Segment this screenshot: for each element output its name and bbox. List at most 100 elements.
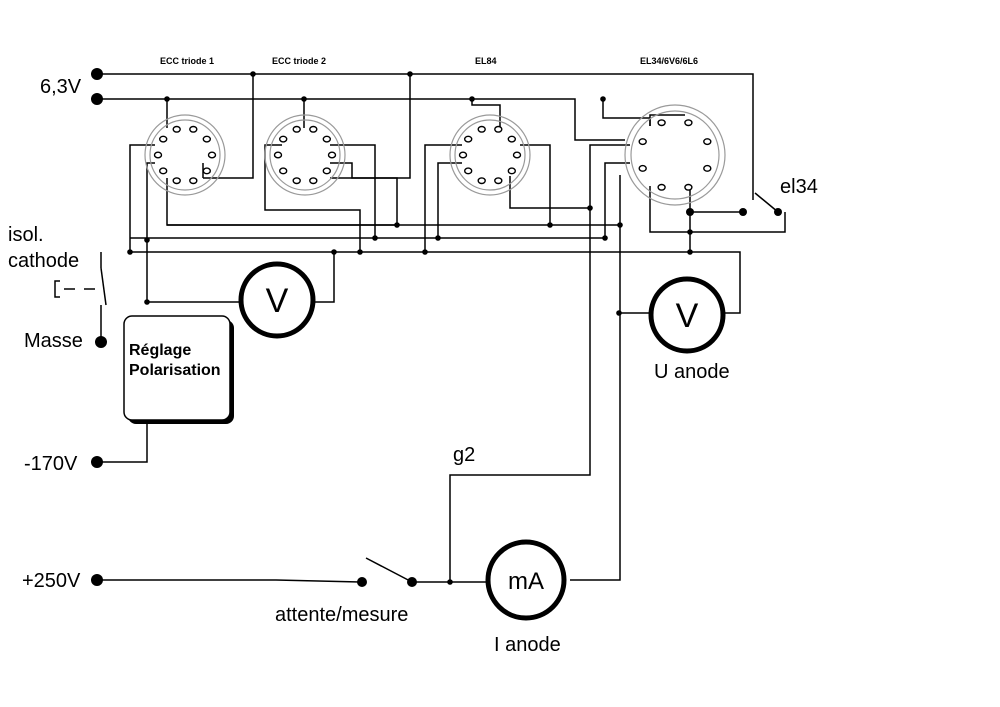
junction-dot [616, 310, 622, 316]
ecc2-pin [322, 135, 331, 143]
el84-pin-left [424, 144, 462, 252]
el34-pin [638, 164, 647, 172]
label-el34-switch: el34 [780, 176, 818, 198]
junction-dot [357, 249, 363, 255]
junction-dot [602, 235, 608, 241]
heater-drop-el84 [471, 99, 501, 130]
junction-dot [600, 96, 606, 102]
el84-pin [477, 125, 486, 133]
el34-pin [638, 138, 647, 146]
el34-pin [657, 183, 666, 191]
ecc2-pin [279, 167, 288, 175]
el84-pin [512, 151, 522, 159]
junction-dot [447, 579, 453, 585]
terminal-bias [91, 456, 103, 468]
ecc1-pin [202, 167, 212, 175]
terminal-ground [95, 336, 107, 348]
junction-dot [422, 249, 428, 255]
standby-contact-b [407, 577, 417, 587]
label-isol-1: isol. [8, 224, 44, 246]
el34-contact-a [686, 208, 694, 216]
terminals [91, 68, 782, 587]
junction-dot [435, 235, 441, 241]
tube-label-ecc1: ECC triode 1 [160, 56, 215, 66]
ecc1-pin-left [129, 144, 155, 252]
ecc2-pin [292, 177, 301, 185]
label-bias-supply: -170V [24, 453, 78, 475]
label-g2: g2 [453, 444, 476, 466]
el34-pin-top [649, 114, 685, 126]
el34-pin [657, 119, 666, 127]
junction-dots [127, 71, 693, 585]
ecc1-pin [158, 167, 168, 175]
grid-v-right [314, 252, 335, 303]
el84-pin-right [520, 144, 551, 225]
grid-voltmeter: V [238, 261, 316, 339]
junction-dot [250, 71, 256, 77]
ecc2-pin [309, 125, 318, 133]
el84-pin [464, 167, 473, 175]
socket-pins [153, 119, 712, 191]
tube-label-ecc2: ECC triode 2 [272, 56, 327, 66]
bus-252 [130, 251, 741, 314]
junction-dot [164, 96, 170, 102]
el34-pin-left [604, 162, 630, 238]
isol-blade [100, 267, 107, 306]
el34-pin [703, 138, 712, 146]
heater-rail-top [97, 73, 754, 200]
el84-pin [477, 177, 486, 185]
isol-bracket [54, 280, 60, 298]
ecc1-pin [172, 177, 181, 185]
el84-pin [507, 167, 516, 175]
ecc2-pin [309, 177, 318, 185]
label-i-anode: I anode [494, 634, 561, 656]
standby-contact-a [357, 577, 367, 587]
terminal-heater-b [91, 93, 103, 105]
junction-dot [407, 71, 413, 77]
ecc1-pin-bottom [166, 178, 397, 226]
heater-drop-ecc1 [203, 74, 254, 179]
el84-pin [464, 135, 473, 143]
ecc1-pin [153, 151, 163, 159]
label-u-anode: U anode [654, 361, 730, 383]
el84-pin-bottom [509, 176, 590, 209]
junction-dot [617, 222, 623, 228]
el84-pin [494, 177, 503, 185]
tube-label-el84: EL84 [475, 56, 497, 66]
standby-blade [365, 557, 413, 583]
heater-rail-bottom [97, 98, 625, 141]
ecc2-pin [273, 151, 283, 159]
ecc1-pin [202, 135, 212, 143]
tube-label-el34: EL34/6V6/6L6 [640, 56, 699, 66]
bias-box-line1: Réglage [129, 342, 192, 359]
junction-dot [547, 222, 553, 228]
heater-drop-el34 [602, 99, 651, 126]
label-standby-switch: attente/mesure [275, 604, 409, 626]
junction-dot [127, 249, 133, 255]
label-ground: Masse [24, 330, 83, 352]
junction-dot [687, 249, 693, 255]
bias-box-line2: Polarisation [129, 362, 221, 379]
ecc1-pin [207, 151, 217, 159]
ecc1-pin [189, 125, 198, 133]
junction-dot [469, 96, 475, 102]
ecc1-pin [158, 135, 168, 143]
anode-voltmeter: V [648, 276, 726, 354]
el34-pin [684, 183, 693, 191]
junction-dot [331, 249, 337, 255]
el34-pin-bottom-left [649, 186, 786, 233]
el34-sw-blade [754, 192, 779, 213]
ecc2-pin [279, 135, 288, 143]
ecc2-pin [327, 151, 337, 159]
el84-pin [494, 125, 503, 133]
anode-voltmeter-symbol: V [676, 297, 699, 335]
el84-pin-left-b [437, 162, 462, 238]
el34-contact-b [739, 208, 747, 216]
ecc2-pin-left [264, 144, 361, 252]
terminal-anode-supply [91, 574, 103, 586]
anode-ammeter: mA [485, 539, 567, 621]
anode-lead [570, 175, 621, 581]
grid-voltmeter-symbol: V [266, 282, 289, 320]
ecc1-pin [172, 125, 181, 133]
